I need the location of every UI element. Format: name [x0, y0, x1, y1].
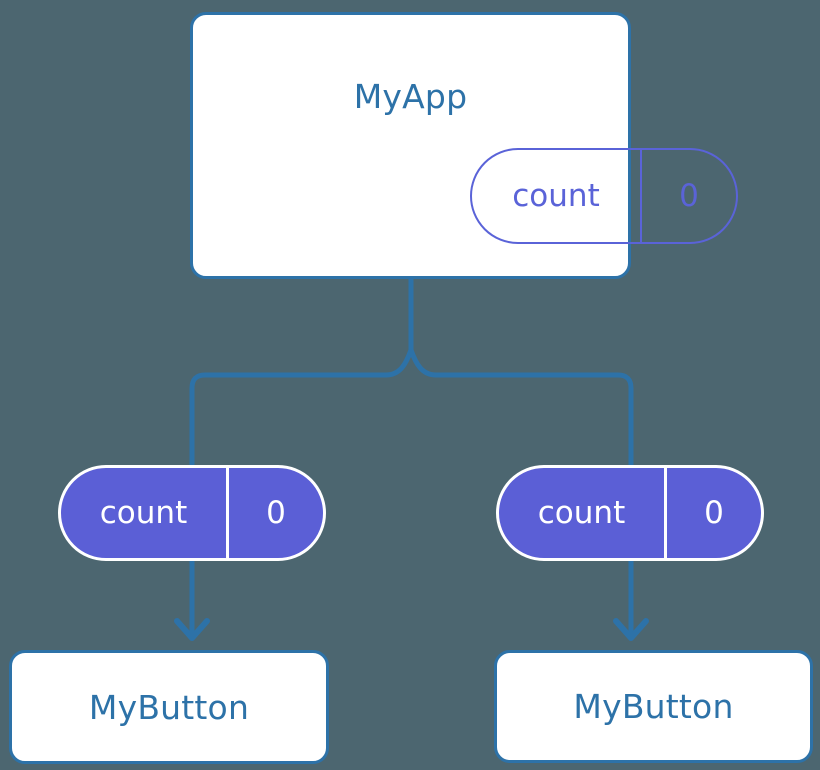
- prop-pill-right[interactable]: count 0: [496, 465, 764, 561]
- state-pill-value: 0: [679, 178, 699, 214]
- arrowhead-right-icon: [613, 618, 649, 641]
- prop-pill-left[interactable]: count 0: [58, 465, 326, 561]
- arrowhead-left-icon: [174, 618, 210, 641]
- prop-pill-left-value: 0: [266, 495, 286, 531]
- component-box-myapp[interactable]: MyApp count 0: [190, 12, 738, 279]
- component-title-mybutton-left: MyButton: [88, 687, 250, 727]
- connector-split-to-prop-left: [189, 349, 414, 470]
- state-pill-count[interactable]: count 0: [470, 148, 738, 244]
- prop-pill-right-value: 0: [704, 495, 724, 531]
- component-box-mybutton-left[interactable]: MyButton: [9, 650, 329, 764]
- component-title-myapp: MyApp: [353, 77, 468, 116]
- component-box-mybutton-right[interactable]: MyButton: [494, 650, 813, 763]
- state-pill-key: count: [472, 150, 642, 242]
- component-title-mybutton-right: MyButton: [573, 687, 734, 726]
- prop-pill-left-key: count: [61, 468, 229, 558]
- connector-split-to-prop-right: [408, 349, 634, 470]
- prop-pill-right-key: count: [499, 468, 667, 558]
